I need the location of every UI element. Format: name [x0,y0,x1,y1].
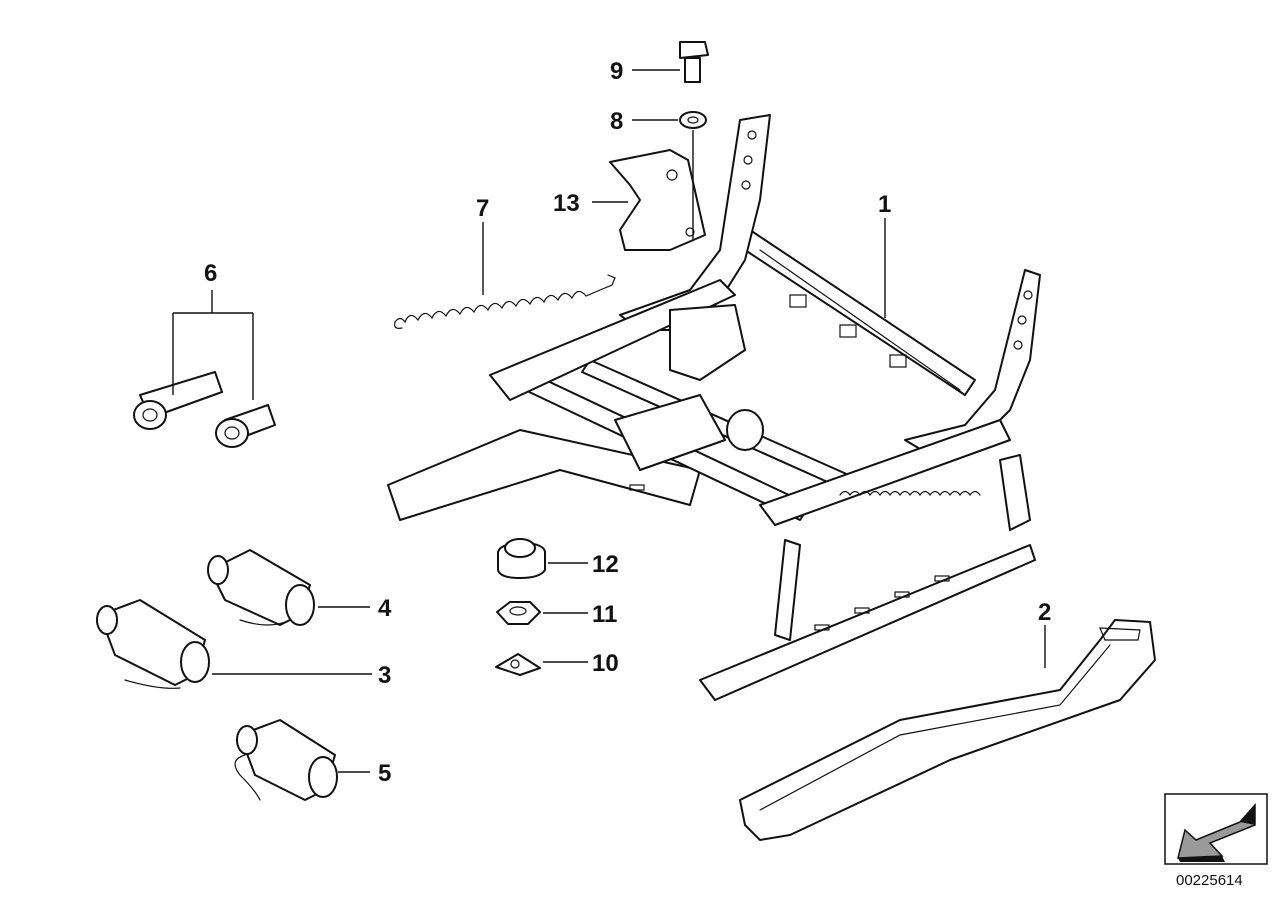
direction-arrow-icon [1164,793,1268,865]
seat-frame[interactable] [387,114,1041,701]
callout-2: 2 [1038,599,1051,626]
nut-part-11[interactable] [496,601,541,625]
callout-13: 13 [553,190,580,217]
motor-part-3[interactable] [96,599,210,689]
spring-part-7[interactable] [394,274,616,329]
rail-cover[interactable] [739,619,1156,841]
buffer-part-12[interactable] [497,538,546,579]
callout-11: 11 [592,601,617,628]
bolt-part-6-long[interactable] [133,371,223,430]
callout-12: 12 [592,551,619,578]
callout-8: 8 [610,108,623,135]
callout-7: 7 [476,195,489,222]
callout-6: 6 [204,260,217,287]
callout-5: 5 [378,760,391,787]
bracket-part-13[interactable] [609,149,706,251]
leader-lines [172,69,1046,773]
callout-4: 4 [378,595,392,622]
motor-part-5[interactable] [234,719,338,801]
callout-3: 3 [378,662,391,689]
callout-9: 9 [610,58,623,85]
motor-part-4[interactable] [207,549,315,626]
bolt-part-9[interactable] [679,41,709,83]
callout-1: 1 [878,191,891,218]
clip-part-10[interactable] [495,653,541,676]
reference-number: 00225614 [1176,872,1243,889]
bolt-part-6-short[interactable] [215,404,276,448]
callout-10: 10 [592,650,619,677]
washer-part-8[interactable] [679,111,707,129]
